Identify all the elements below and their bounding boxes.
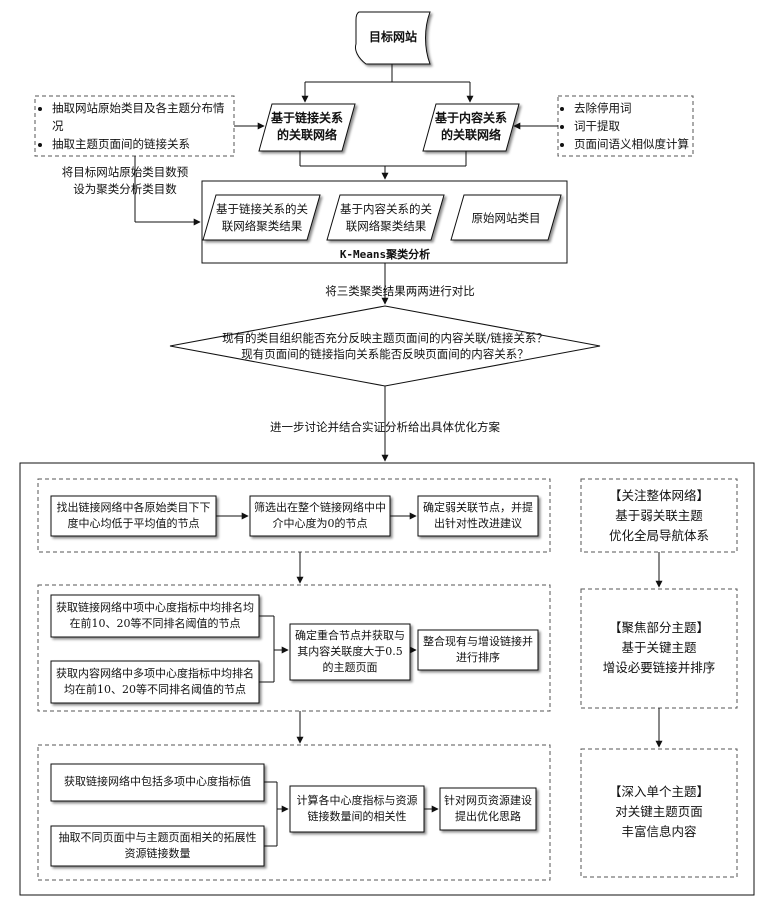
focus3-title: 【深入单个主题】 bbox=[608, 784, 709, 799]
cluster-item-3-shape bbox=[450, 194, 562, 241]
row2-box-a bbox=[50, 594, 260, 638]
focus2-line2: 增设必要链接并排序 bbox=[602, 660, 716, 675]
left-notes: 抽取网站原始类目及各主题分布情况 抽取主题页面间的链接关系 bbox=[40, 99, 232, 153]
focus1-line1: 基于弱关联主题 bbox=[615, 508, 703, 523]
right-note-1: 去除停用词 bbox=[574, 99, 692, 117]
row1-text-a: 找出链接网络中各原始类目下下度中心均低于平均值的节点 bbox=[56, 501, 211, 530]
focus2-text: 【聚焦部分主题】 基于关键主题 增设必要链接并排序 bbox=[583, 618, 735, 678]
left-note-1: 抽取网站原始类目及各主题分布情况 bbox=[52, 99, 232, 135]
row3-text-b: 抽取不同页面中与主题页面相关的拓展性资源链接数量 bbox=[58, 831, 257, 860]
compare-note: 将三类聚类结果两两进行对比 bbox=[325, 284, 475, 298]
cluster-item-1-label: 基于链接关系的关联网络聚类结果 bbox=[216, 202, 308, 233]
left-note-2: 抽取主题页面间的链接关系 bbox=[52, 135, 232, 153]
row1-box-c bbox=[417, 495, 539, 537]
row2-box-d bbox=[417, 629, 539, 671]
row3-text-c: 计算各中心度指标与资源链接数量间的相关性 bbox=[296, 794, 418, 823]
content-network-label: 基于内容关系的关联网络 bbox=[435, 111, 508, 142]
solutions-frame bbox=[19, 462, 755, 896]
question-text: 现有的类目组织能否充分反映主题页面间的内容关联/链接关系？ 现有页面间的链接指向… bbox=[200, 330, 570, 362]
row2-text-b: 获取内容网络中多项中心度指标中均排名均在前10、20等不同排名阈值的节点 bbox=[56, 667, 254, 696]
kmeans-label: K-Means聚类分析 bbox=[339, 248, 431, 261]
focus1-box bbox=[580, 478, 738, 553]
row3-text-d: 针对网页资源建设提出优化思路 bbox=[444, 794, 532, 823]
focus1-text: 【关注整体网络】 基于弱关联主题 优化全局导航体系 bbox=[583, 486, 735, 546]
focus1-title: 【关注整体网络】 bbox=[608, 488, 709, 503]
row3-box-a bbox=[50, 763, 265, 802]
right-note-2: 词干提取 bbox=[574, 117, 692, 135]
link-network-shape bbox=[258, 103, 356, 152]
row1-box-a bbox=[50, 495, 217, 537]
focus3-text: 【深入单个主题】 对关键主题页面 丰富信息内容 bbox=[583, 782, 735, 842]
focus1-line2: 优化全局导航体系 bbox=[608, 528, 709, 543]
row3-text-a: 获取链接网络中包括多项中心度指标值 bbox=[64, 775, 251, 788]
focus2-title: 【聚焦部分主题】 bbox=[608, 620, 709, 635]
link-network-label: 基于链接关系的关联网络 bbox=[271, 111, 344, 142]
connectors bbox=[134, 64, 663, 847]
row2-text-d: 整合现有与增设链接并进行排序 bbox=[423, 635, 533, 664]
cluster-item-2-label: 基于内容关系的关联网络聚类结果 bbox=[340, 202, 432, 233]
row1-text-b: 筛选出在整个链接网络中中介中心度为0的节点 bbox=[254, 501, 386, 530]
row2-text-c: 确定重合节点并获取与其内容关联度大于0.5的主题页面 bbox=[295, 629, 405, 674]
row2-text-a: 获取链接网络中项中心度指标中均排名均在前10、20等不同排名阈值的节点 bbox=[56, 601, 254, 630]
content-network-shape bbox=[422, 103, 520, 152]
focus3-line2: 丰富信息内容 bbox=[621, 824, 697, 839]
row3-box-d bbox=[439, 787, 537, 831]
question-line-1: 现有的类目组织能否充分反映主题页面间的内容关联/链接关系？ bbox=[222, 331, 548, 345]
target-site-shape bbox=[355, 11, 431, 65]
cluster-item-2-shape bbox=[326, 194, 445, 241]
group2-box bbox=[37, 584, 551, 712]
row2-box-c bbox=[289, 623, 411, 681]
row1-box-b bbox=[249, 495, 391, 537]
row2-box-b bbox=[50, 660, 260, 704]
focus3-box bbox=[580, 748, 738, 878]
question-line-2: 现有页面间的链接指向关系能否反映页面间的内容关系？ bbox=[241, 347, 529, 361]
group3-box bbox=[37, 744, 551, 881]
right-note-3: 页面间语义相似度计算 bbox=[574, 135, 692, 153]
target-site-label: 目标网站 bbox=[368, 30, 417, 44]
further-note: 进一步讨论并结合实证分析给出具体优化方案 bbox=[270, 420, 500, 434]
preset-note: 将目标网站原始类目数预设为聚类分析类目数 bbox=[61, 165, 189, 196]
focus2-line1: 基于关键主题 bbox=[621, 640, 697, 655]
cluster-item-3-label: 原始网站类目 bbox=[471, 211, 541, 225]
right-notes: 去除停用词 词干提取 页面间语义相似度计算 bbox=[562, 99, 692, 153]
row1-text-c: 确定弱关联节点，并提出针对性改进建议 bbox=[423, 501, 533, 530]
cluster-item-1-shape bbox=[202, 194, 321, 241]
focus3-line1: 对关键主题页面 bbox=[615, 804, 703, 819]
group1-box bbox=[37, 478, 551, 553]
